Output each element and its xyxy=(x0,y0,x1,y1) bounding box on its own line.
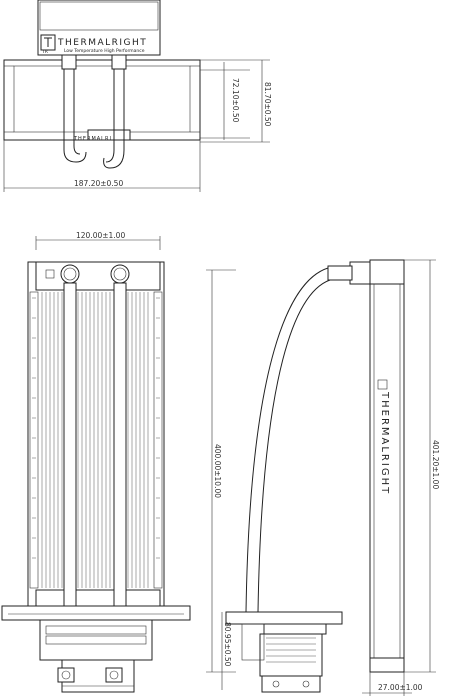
side-fitting xyxy=(349,261,371,285)
radiator-side-top xyxy=(369,259,405,285)
mounting-bracket xyxy=(1,605,191,621)
dim-top-width: 187.20±0.50 xyxy=(74,179,123,188)
pump-base-front xyxy=(61,659,135,693)
hose-side-outer xyxy=(245,267,329,613)
pump-side-fins xyxy=(266,637,316,663)
tube-right-top xyxy=(105,69,115,163)
pump-head-top-face xyxy=(39,1,159,31)
pump-side-bracket xyxy=(225,611,343,625)
dim-tube-length: 400.00±10.00 xyxy=(213,444,222,498)
pump-body-front xyxy=(39,619,153,661)
radiator-top-label-plate xyxy=(87,129,131,141)
dim-front-width: 120.00±1.00 xyxy=(76,231,125,240)
side-rail-slots xyxy=(32,297,160,559)
pump-side-body xyxy=(259,633,323,677)
radiator-top-tank xyxy=(35,261,161,291)
side-logo-icon xyxy=(377,379,388,390)
radiator-fins xyxy=(41,292,149,588)
radiator-bottom-tank xyxy=(35,589,161,609)
pump-fitting-left xyxy=(57,667,75,683)
side-view: THERMALRIGHT 400.00±10.00 80.95± xyxy=(206,259,440,696)
fitting-right-top xyxy=(111,54,127,70)
dim-top-outer-height: 81.70±0.50 xyxy=(263,82,272,127)
logo-mark-icon xyxy=(40,34,56,51)
logo-mark-text: TR xyxy=(41,49,48,55)
side-hose-connector xyxy=(327,265,353,281)
dim-radiator-thickness: 27.00±1.00 xyxy=(378,683,423,692)
dim-pump-height: 80.95±0.50 xyxy=(223,622,232,667)
fill-port xyxy=(45,269,55,279)
tube-right-front xyxy=(113,282,127,656)
front-view: 120.00±1.00 xyxy=(1,231,191,693)
radiator-top-outline xyxy=(3,59,201,141)
pump-head-top xyxy=(37,0,161,56)
logo-t-icon xyxy=(44,37,52,47)
hose-side-inner xyxy=(257,279,331,613)
fitting-left-top xyxy=(61,54,77,70)
pump-fitting-right xyxy=(105,667,123,683)
top-view: TR THERMALRIGHT Low Temperature High Per… xyxy=(3,0,272,192)
brand-name: THERMALRIGHT xyxy=(57,38,147,48)
brand-tagline: Low Temperature High Performance xyxy=(64,48,145,54)
radiator-side-bottom xyxy=(369,657,405,673)
side-brand: THERMALRIGHT xyxy=(379,391,390,495)
dim-radiator-height: 401.20±1.00 xyxy=(431,440,440,489)
tube-left-front xyxy=(63,282,77,656)
tube-left-top xyxy=(63,69,87,163)
dim-top-inner-height: 72.10±0.50 xyxy=(231,78,240,123)
radiator-side-body xyxy=(369,259,405,673)
top-brand-short: THERMALRI xyxy=(73,136,112,142)
pump-side-base xyxy=(261,675,321,693)
radiator-front-body xyxy=(27,261,165,609)
